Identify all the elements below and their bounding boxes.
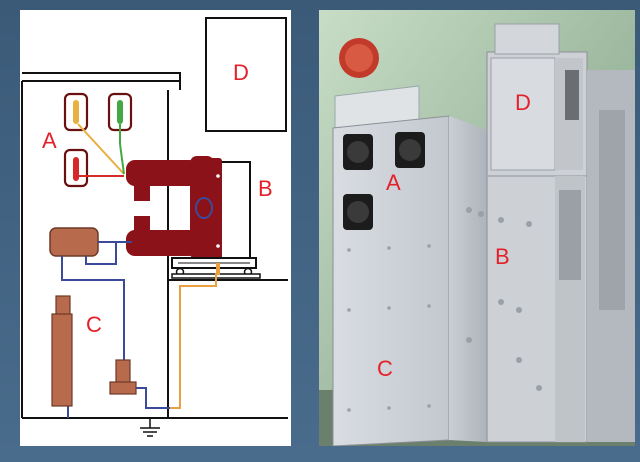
compartment-d-box: [205, 17, 287, 132]
arrester-base: [109, 381, 137, 395]
switchgear-photo-panel: A B C D: [319, 10, 635, 446]
grounding-wire: [136, 273, 217, 409]
arrester-top: [115, 359, 131, 385]
photo-label-c: C: [377, 356, 393, 381]
schematic-diagram-panel: A B C D: [20, 10, 291, 446]
ground-symbol: [140, 418, 160, 437]
cabinet-outline: [21, 72, 288, 419]
diagram-label-d: D: [233, 60, 249, 85]
photo-label-b: B: [495, 244, 510, 269]
diagram-label-a: A: [42, 128, 57, 153]
panel-rivets: [347, 207, 542, 412]
current-transformer: [49, 227, 99, 257]
photo-label-d: D: [515, 90, 531, 115]
cable-terminal-top: [55, 295, 71, 317]
circuit-breaker: [126, 156, 251, 266]
switchgear-photo: [319, 10, 635, 446]
instrument-group: [63, 92, 133, 188]
cable-body: [51, 313, 73, 407]
photo-meters: [343, 132, 425, 230]
diagram-label-c: C: [86, 312, 102, 337]
photo-label-a: A: [386, 170, 401, 195]
diagram-label-b: B: [258, 176, 273, 201]
instrument-wires: [77, 123, 125, 177]
schematic-diagram: [21, 17, 288, 437]
